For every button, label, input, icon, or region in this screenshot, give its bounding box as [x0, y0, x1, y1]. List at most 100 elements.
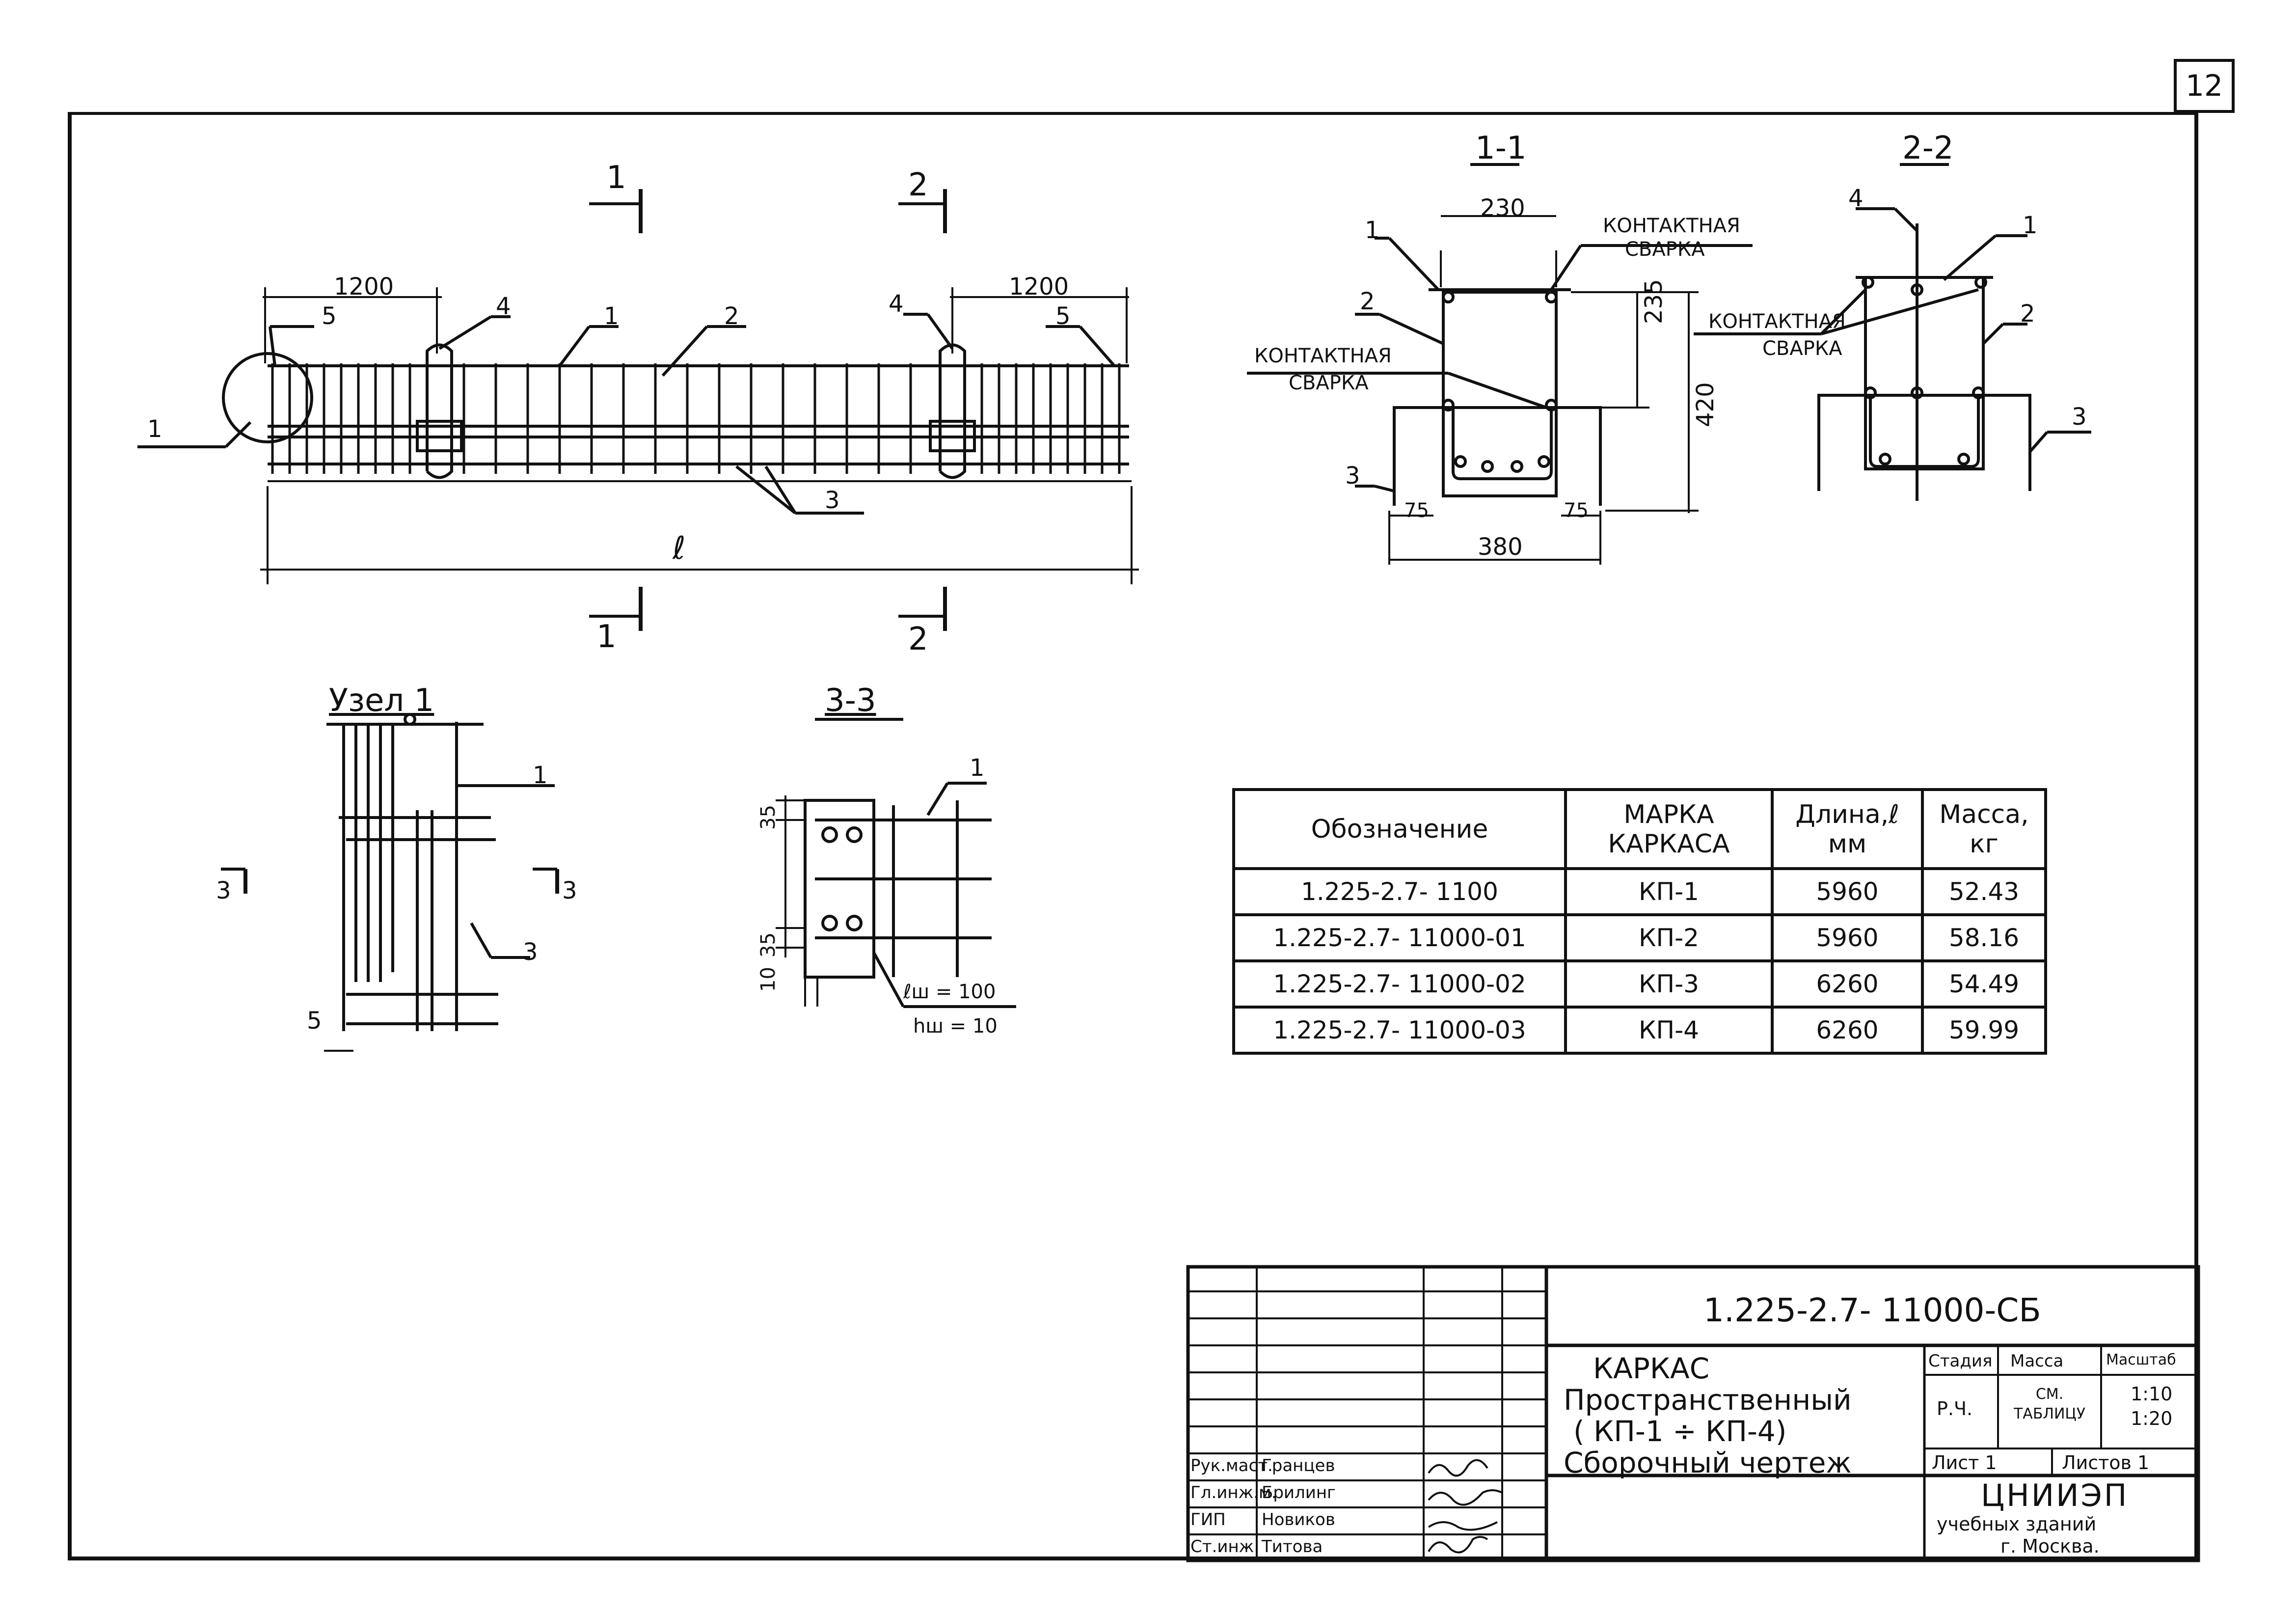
org-line-3: г. Москва. [2000, 1535, 2100, 1557]
spec-cell: 6260 [1771, 1006, 1924, 1055]
s33-dim-10: 10 [757, 967, 780, 992]
node1-dim-5: 5 [307, 1007, 322, 1035]
scale-label: Масштаб [2106, 1351, 2176, 1368]
signer-name-2: Брилинг [1262, 1483, 1336, 1503]
section-mark-2-top: 2 [908, 167, 928, 203]
table-row: 1.225-2.7- 11000-02 КП-3 6260 54.49 [1232, 959, 2047, 1009]
section-mark-2-bottom: 2 [908, 621, 928, 657]
sheet-number-box: 12 [2174, 59, 2235, 113]
sheets-label: Листов 1 [2062, 1452, 2150, 1474]
section-1-1-title: 1-1 [1475, 130, 1527, 166]
spec-header-designation: Обозначение [1232, 788, 1567, 870]
s22-weld-l1: КОНТАКТНАЯ [1708, 310, 1846, 333]
table-row: 1.225-2.7- 1100 КП-1 5960 52.43 [1232, 867, 2047, 916]
main-elevation [137, 189, 1139, 631]
s22-callout-3: 3 [2072, 403, 2087, 431]
org-name: ЦНИИЭП [1981, 1477, 2129, 1513]
s22-callout-2: 2 [2020, 300, 2035, 328]
scale-value-2: 1:20 [2131, 1408, 2173, 1429]
spec-cell: 58.16 [1921, 913, 2047, 962]
dim-right-1200: 1200 [1009, 273, 1069, 301]
spec-header-length: Длина,ℓ мм [1771, 788, 1924, 870]
scale-value-1: 1:10 [2131, 1383, 2173, 1405]
dim-left-1200: 1200 [334, 273, 394, 301]
spec-cell: 59.99 [1921, 1006, 2047, 1055]
spec-cell: КП-2 [1564, 913, 1774, 962]
weld-length: ℓш = 100 [903, 981, 996, 1003]
dim-75-left: 75 [1404, 499, 1429, 522]
node1-mark-right: 3 [562, 877, 577, 904]
weld-note-mid-l1: КОНТАКТНАЯ [1254, 345, 1392, 367]
title-line-1: КАРКАС [1593, 1352, 1710, 1385]
sheet-label: Лист 1 [1932, 1452, 1997, 1474]
spec-cell: КП-4 [1564, 1006, 1774, 1055]
spec-header-row: Обозначение МАРКА КАРКАСА Длина,ℓ мм Мас… [1232, 788, 2047, 870]
length-label: ℓ [673, 530, 686, 567]
spec-cell: 1.225-2.7- 11000-02 [1232, 959, 1567, 1009]
section-mark-1-top: 1 [606, 160, 626, 196]
weld-note-top-l2: СВАРКА [1625, 238, 1705, 261]
node-1-drawing [221, 713, 559, 1052]
section-3-3-drawing [776, 718, 1016, 1008]
table-row: 1.225-2.7- 11000-01 КП-2 5960 58.16 [1232, 913, 2047, 962]
title-line-3: ( КП-1 ÷ КП-4) [1573, 1415, 1787, 1448]
spec-header-mass: Масса, кг [1921, 788, 2047, 870]
node1-callout-3: 3 [523, 938, 538, 966]
callout-4-right: 4 [889, 290, 904, 318]
signer-role-3: ГИП [1190, 1510, 1226, 1530]
title-block-lines [1186, 1265, 2200, 1562]
signer-name-1: Гранцев [1262, 1456, 1335, 1475]
title-line-4: Сборочный чертеж [1564, 1446, 1852, 1479]
node1-mark-left: 3 [216, 877, 231, 904]
mass-label: Масса [2010, 1351, 2064, 1371]
weld-height: hш = 10 [913, 1015, 998, 1038]
s33-dim-35-top: 35 [757, 805, 780, 830]
callout-5-right: 5 [1055, 302, 1071, 330]
specification-table: Обозначение МАРКА КАРКАСА Длина,ℓ мм Мас… [1232, 788, 2047, 1055]
section-3-3-title: 3-3 [825, 683, 876, 719]
node1-callout-1: 1 [533, 762, 548, 789]
signer-role-2: Гл.инж.м. [1190, 1483, 1277, 1503]
dim-420: 420 [1692, 382, 1719, 427]
document-number: 1.225-2.7- 11000-СБ [1703, 1291, 2041, 1329]
callout-4-left: 4 [496, 293, 511, 320]
s22-callout-1: 1 [2023, 212, 2038, 239]
s33-dim-35-bottom: 35 [757, 932, 780, 957]
spec-cell: 52.43 [1921, 867, 2047, 916]
spec-cell: 1.225-2.7- 11000-01 [1232, 913, 1567, 962]
section-mark-1-bottom: 1 [596, 619, 617, 655]
spec-header-mark: МАРКА КАРКАСА [1564, 788, 1774, 870]
spec-cell: 1.225-2.7- 11000-03 [1232, 1006, 1567, 1055]
s33-callout-1: 1 [970, 754, 985, 782]
title-line-2: Пространственный [1564, 1383, 1852, 1417]
weld-note-top-l1: КОНТАКТНАЯ [1603, 215, 1740, 237]
callout-1-top: 1 [604, 302, 619, 330]
org-line-2: учебных зданий [1937, 1513, 2097, 1535]
section-1-1-drawing [1247, 163, 1753, 565]
callout-2-top: 2 [724, 302, 739, 330]
dim-230: 230 [1480, 194, 1525, 222]
signer-name-4: Титова [1262, 1537, 1323, 1557]
spec-cell: 5960 [1771, 867, 1924, 916]
signer-name-3: Новиков [1262, 1510, 1335, 1530]
spec-cell: КП-3 [1564, 959, 1774, 1009]
table-row: 1.225-2.7- 11000-03 КП-4 6260 59.99 [1232, 1006, 2047, 1055]
spec-cell: 6260 [1771, 959, 1924, 1009]
s22-callout-4: 4 [1848, 185, 1864, 212]
s22-weld-l2: СВАРКА [1762, 337, 1842, 360]
dim-75-right: 75 [1564, 499, 1589, 522]
section-2-2-title: 2-2 [1902, 130, 1954, 166]
callout-5-left: 5 [322, 302, 337, 330]
stage-value: Р.Ч. [1937, 1398, 1973, 1420]
section-2-2-drawing [1694, 163, 2091, 501]
weld-note-mid-l2: СВАРКА [1289, 372, 1369, 394]
callout-3: 3 [825, 487, 840, 514]
signer-role-4: Ст.инж. [1190, 1537, 1260, 1557]
spec-cell: 1.225-2.7- 1100 [1232, 867, 1567, 916]
s11-callout-3: 3 [1345, 462, 1360, 490]
node-1-title: Узел 1 [329, 683, 434, 719]
dim-380: 380 [1478, 533, 1523, 561]
callout-1: 1 [147, 415, 162, 443]
document-title: КАРКАС Пространственный ( КП-1 ÷ КП-4) С… [1564, 1353, 1852, 1478]
